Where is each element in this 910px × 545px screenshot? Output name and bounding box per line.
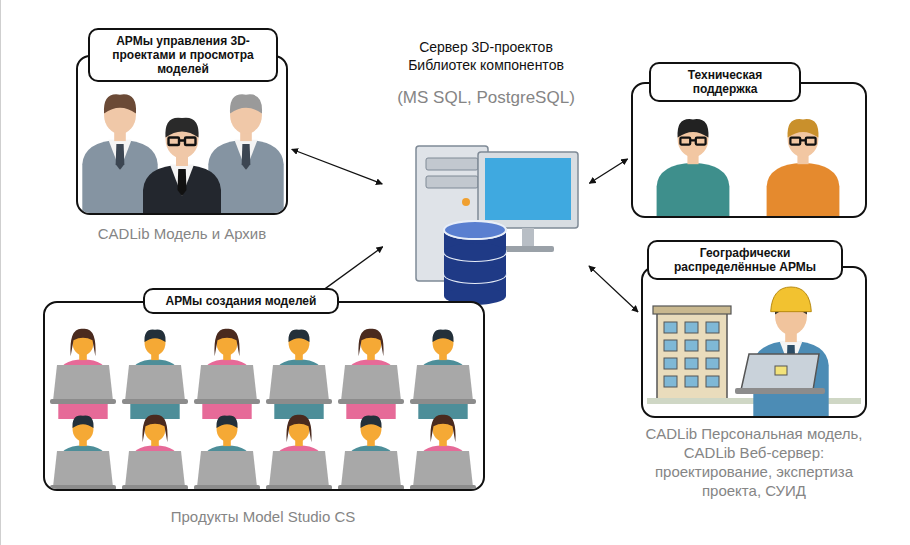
workstation-group: Техническая поддержка	[631, 62, 867, 212]
workstation-group: АРМы управления 3D-проектами и просмотра…	[76, 28, 288, 253]
server-title: Сервер 3D-проектов Библиотек компонентов	[386, 38, 586, 74]
group-heading: Техническая поддержка	[649, 62, 801, 102]
field-engineer-illustration	[643, 268, 867, 418]
product-caption: CADLib Персональная модель, CADLib Веб-с…	[641, 424, 867, 500]
product-caption: CADLib Модель и Архив	[66, 224, 298, 243]
server-illustration	[386, 138, 586, 308]
rounded-frame	[43, 301, 485, 491]
server-dbms: (MS SQL, PostgreSQL)	[376, 88, 596, 108]
group-heading: АРМы создания моделей	[143, 288, 339, 314]
rounded-frame	[631, 82, 867, 218]
server-node: Сервер 3D-проектов Библиотек компонентов…	[386, 38, 586, 306]
group-heading: АРМы управления 3D-проектами и просмотра…	[88, 28, 278, 82]
double-arrow-connector	[589, 159, 627, 183]
workstation-group: АРМы создания моделейПродукты Model Stud…	[43, 288, 485, 533]
rounded-frame	[641, 266, 867, 418]
modelers-illustration	[45, 303, 485, 491]
support-illustration	[633, 84, 867, 218]
double-arrow-connector	[292, 149, 383, 184]
workstation-group: Географически распределённые АРМыCADLib …	[641, 240, 867, 530]
product-caption: Продукты Model Studio CS	[103, 507, 423, 526]
double-arrow-connector	[589, 266, 638, 312]
group-heading: Географически распределённые АРМы	[647, 240, 843, 280]
